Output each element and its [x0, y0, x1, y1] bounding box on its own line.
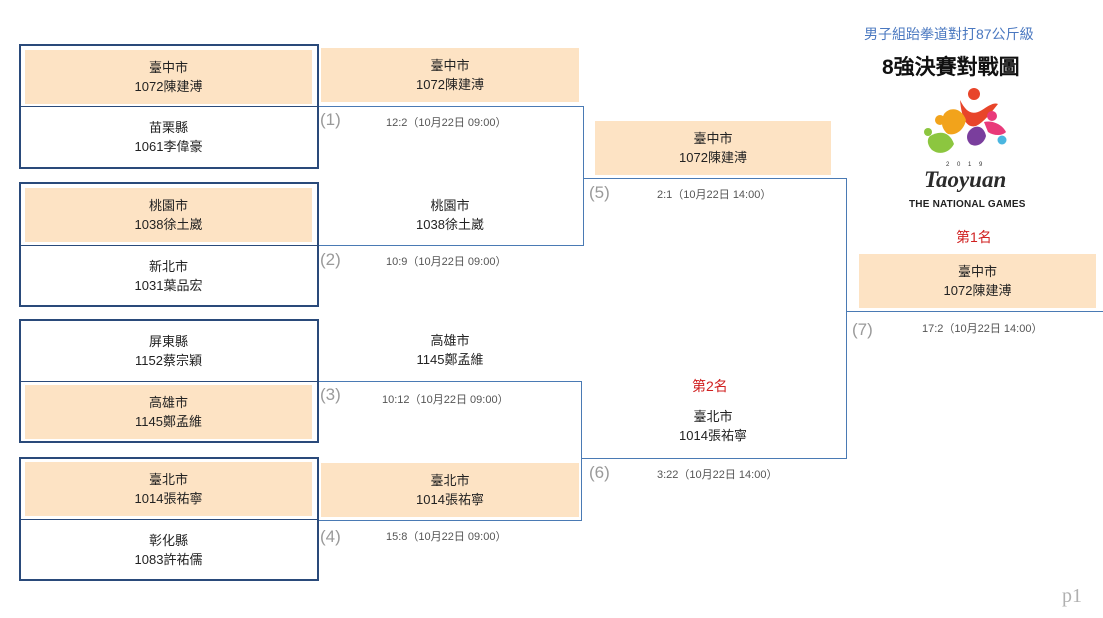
r3-entry-2: 臺北市 1014張祐寧	[595, 399, 831, 453]
player-name: 1145鄭孟維	[416, 352, 484, 367]
second-place-label: 第2名	[692, 378, 728, 394]
player-name: 1014張祐寧	[679, 428, 747, 443]
team-name: 桃園市	[148, 198, 188, 213]
player-name: 1152蔡宗穎	[135, 353, 202, 368]
player-name: 1072陳建溥	[943, 283, 1012, 298]
r2-entry-3: 高雄市 1145鄭孟維	[321, 323, 579, 377]
team-name: 臺北市	[430, 473, 470, 488]
connector	[584, 178, 847, 179]
match-score: 15:8（10月22日 09:00）	[386, 531, 507, 543]
match-2-pair	[19, 182, 319, 307]
games-logo: 2 0 1 9 Taoyuan THE NATIONAL GAMES	[906, 86, 1036, 216]
match-score: 10:9（10月22日 09:00）	[386, 256, 507, 268]
page-title: 8強決賽對戰圖	[882, 56, 1020, 79]
r1-entry-8: 彰化縣 1083許祐儒	[25, 523, 312, 577]
r1-entry-1: 臺中市 1072陳建溥	[25, 50, 312, 104]
match-number: (2)	[320, 250, 341, 269]
first-place-label: 第1名	[956, 229, 992, 245]
connector	[582, 458, 847, 459]
r2-entry-2: 桃園市 1038徐土崴	[321, 188, 579, 242]
r3-entry-1: 臺中市 1072陳建溥	[595, 121, 831, 175]
match-number: (6)	[589, 463, 610, 482]
team-name: 臺中市	[148, 60, 188, 75]
match-score: 12:2（10月22日 09:00）	[386, 117, 507, 129]
match-3-pair	[19, 319, 319, 443]
team-name: 彰化縣	[148, 533, 188, 548]
match-number: (1)	[320, 110, 341, 129]
r1-entry-5: 屏東縣 1152蔡宗穎	[25, 324, 312, 378]
team-name: 桃園市	[430, 198, 470, 213]
match-4-divider	[21, 519, 317, 520]
player-name: 1031葉品宏	[134, 278, 203, 293]
match-number: (4)	[320, 527, 341, 546]
match-4-pair	[19, 457, 319, 581]
match-score: 2:1（10月22日 14:00）	[657, 189, 772, 201]
page-number: p1	[1062, 585, 1082, 607]
player-name: 1061李偉豪	[134, 139, 203, 154]
player-name: 1072陳建溥	[679, 150, 747, 165]
champion-entry: 臺中市 1072陳建溥	[859, 254, 1096, 308]
connector	[583, 106, 584, 246]
match-number: (3)	[320, 385, 341, 404]
connector	[319, 245, 584, 246]
connector	[319, 520, 582, 521]
player-name: 1083許祐儒	[134, 552, 203, 567]
r1-entry-6: 高雄市 1145鄭孟維	[25, 385, 312, 439]
team-name: 臺北市	[693, 409, 733, 424]
player-name: 1038徐土崴	[416, 217, 484, 232]
connector	[846, 178, 847, 459]
r1-entry-7: 臺北市 1014張祐寧	[25, 462, 312, 516]
player-name: 1072陳建溥	[134, 79, 203, 94]
team-name: 高雄市	[148, 395, 188, 410]
logo-year: 2 0 1 9	[946, 162, 986, 168]
team-name: 屏東縣	[148, 334, 188, 349]
connector	[319, 381, 582, 382]
match-score: 3:22（10月22日 14:00）	[657, 469, 778, 481]
match-number: (7)	[852, 320, 873, 339]
player-name: 1014張祐寧	[134, 491, 203, 506]
player-name: 1014張祐寧	[416, 492, 484, 507]
team-name: 臺中市	[430, 58, 470, 73]
match-1-divider	[21, 106, 317, 107]
team-name: 臺中市	[957, 264, 997, 279]
connector	[581, 381, 582, 521]
match-score: 10:12（10月22日 09:00）	[382, 394, 509, 406]
mascot-figures-icon	[924, 88, 1007, 153]
player-name: 1072陳建溥	[416, 77, 484, 92]
connector	[319, 106, 584, 107]
logo-subtitle: THE NATIONAL GAMES	[909, 199, 1026, 210]
r2-entry-4: 臺北市 1014張祐寧	[321, 463, 579, 517]
team-name: 臺北市	[148, 472, 188, 487]
match-3-divider	[21, 381, 317, 382]
team-name: 苗栗縣	[148, 120, 188, 135]
logo-wordmark: Taoyuan	[924, 167, 1007, 192]
player-name: 1038徐土崴	[134, 217, 203, 232]
connector	[847, 311, 1103, 312]
r1-entry-4: 新北市 1031葉品宏	[25, 249, 312, 303]
match-1-pair	[19, 44, 319, 169]
match-score: 17:2（10月22日 14:00）	[922, 323, 1043, 335]
match-2-divider	[21, 245, 317, 246]
match-number: (5)	[589, 183, 610, 202]
r2-entry-1: 臺中市 1072陳建溥	[321, 48, 579, 102]
team-name: 臺中市	[693, 131, 733, 146]
r1-entry-3: 桃園市 1038徐土崴	[25, 188, 312, 242]
team-name: 新北市	[148, 259, 188, 274]
r1-entry-2: 苗栗縣 1061李偉豪	[25, 110, 312, 164]
category-title: 男子組跆拳道對打87公斤級	[864, 26, 1034, 42]
player-name: 1145鄭孟維	[135, 414, 202, 429]
team-name: 高雄市	[430, 333, 470, 348]
